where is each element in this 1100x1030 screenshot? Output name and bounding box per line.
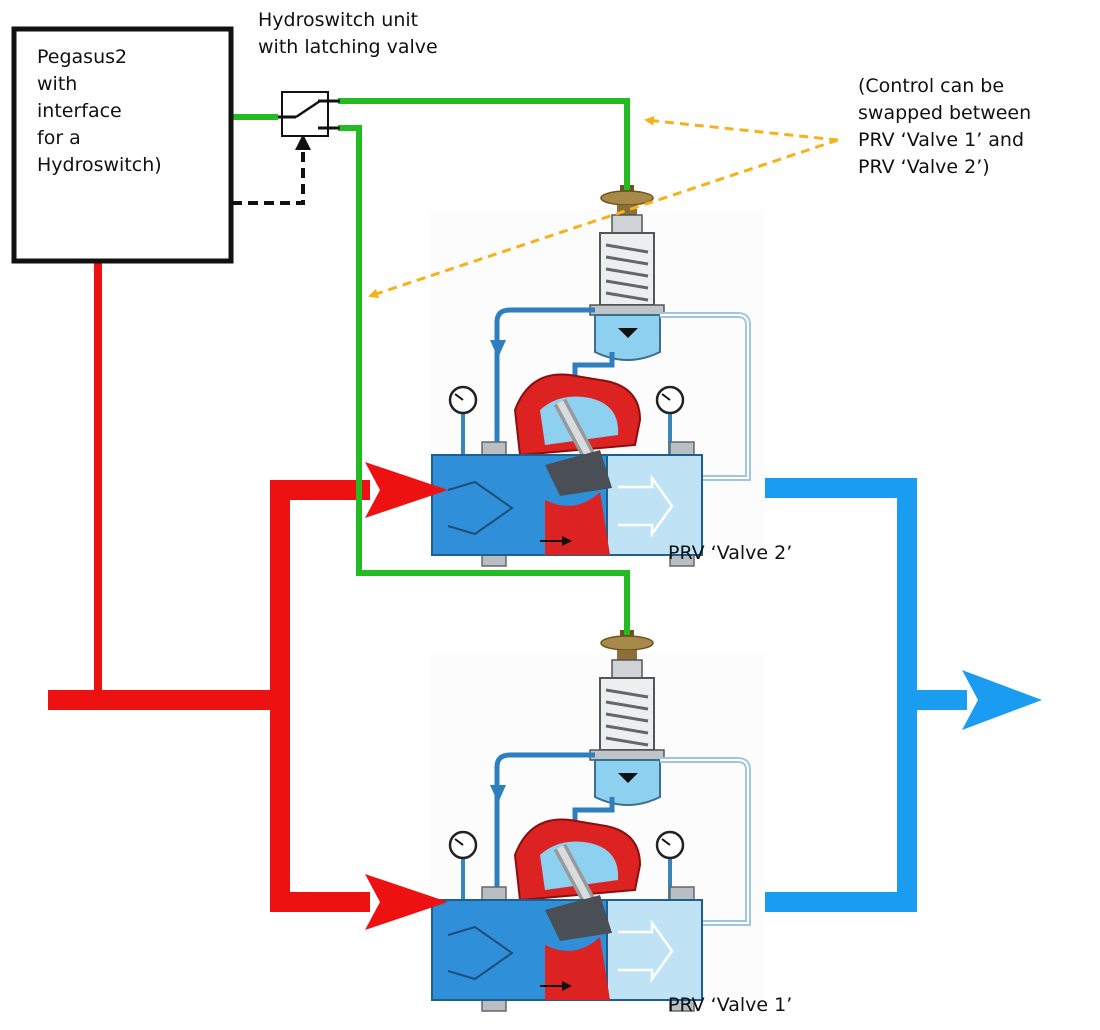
signal-line [232,146,305,205]
prv-valve-2 [430,185,765,566]
hydroswitch-unit [278,91,340,137]
swap-note: (Control can be swapped between PRV ‘Val… [858,73,1031,181]
swap-note-line: PRV ‘Valve 1’ and [858,129,1025,151]
valve-1-label: PRV ‘Valve 1’ [668,994,793,1016]
controller-box [11,26,234,264]
swap-note-line: swapped between [858,102,1032,124]
swap-note-line: (Control can be [858,75,1005,97]
hydroswitch-label: Hydroswitch unit with latching valve [258,7,438,61]
prv-valve-1 [430,630,765,1011]
controller-label-line: Hydroswitch) [37,154,162,176]
outlet-pipe [702,478,1042,912]
controller-label-line: Pegasus2 [37,46,128,68]
controller-label-line: for a [37,127,81,149]
controller-label-line: interface [37,100,122,122]
annotation-arrows [368,115,839,299]
controller-label-line: with [37,73,78,95]
signal-arrowhead [295,134,311,150]
control-lines [232,98,630,635]
hydroswitch-label-line: with latching valve [258,36,438,58]
hydroswitch-label-line: Hydroswitch unit [258,9,419,31]
swap-note-line: PRV ‘Valve 2’) [858,156,990,178]
controller-label: Pegasus2 with interface for a Hydroswitc… [37,44,162,179]
valve-2-label: PRV ‘Valve 2’ [668,542,793,564]
inlet-pipe [48,262,448,930]
